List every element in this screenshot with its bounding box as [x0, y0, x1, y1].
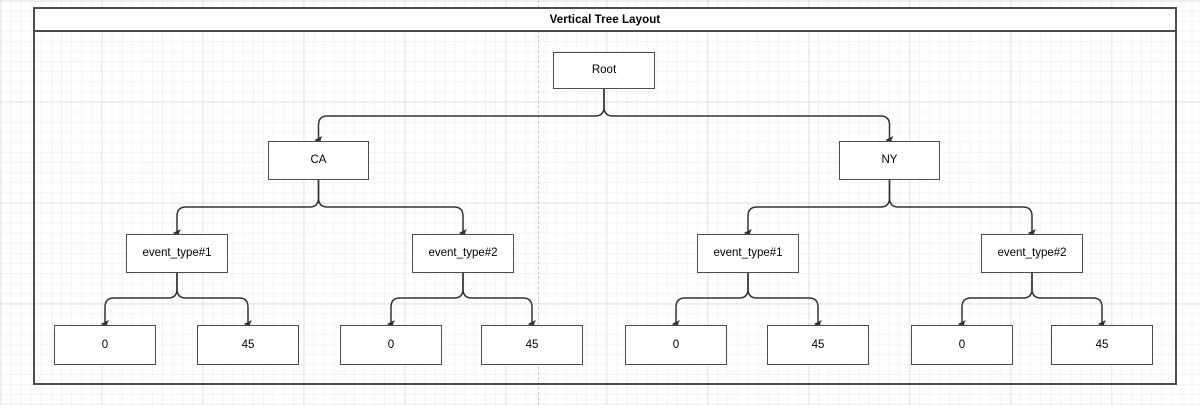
node-label: event_type#1 — [142, 247, 212, 260]
node-label: 45 — [241, 338, 255, 351]
node-ny-e1-v0[interactable]: 0 — [625, 325, 727, 365]
node-ny[interactable]: NY — [839, 141, 940, 180]
node-ca-e2-v0[interactable]: 0 — [340, 325, 442, 365]
page-title: Vertical Tree Layout — [549, 13, 661, 26]
node-ca-e2-v45[interactable]: 45 — [481, 325, 583, 365]
edge-ny-to-ny-e2[interactable] — [888, 180, 1036, 238]
edge-root-to-ny[interactable] — [603, 89, 894, 145]
edge-root-to-ca[interactable] — [314, 89, 605, 145]
node-label: event_type#1 — [713, 247, 783, 260]
edge-ny-to-ny-e1[interactable] — [743, 180, 891, 238]
edge-ca-e2-to-ca-e2-v45[interactable] — [462, 273, 536, 329]
node-label: NY — [881, 154, 898, 167]
node-label: event_type#2 — [997, 247, 1067, 260]
edge-ny-e2-to-ny-e2-v45[interactable] — [1031, 273, 1106, 329]
edge-ny-e1-to-ny-e1-v0[interactable] — [671, 273, 749, 329]
node-ca[interactable]: CA — [268, 141, 369, 180]
node-root[interactable]: Root — [553, 52, 655, 89]
guide-line-0 — [538, 0, 539, 405]
node-label: 0 — [101, 338, 109, 351]
node-label: 45 — [525, 338, 539, 351]
edge-ca-e1-to-ca-e1-v45[interactable] — [176, 273, 252, 329]
edge-ny-e2-to-ny-e2-v0[interactable] — [957, 273, 1033, 329]
edge-ca-to-ca-e1[interactable] — [172, 180, 320, 238]
node-label: Root — [591, 64, 617, 77]
node-ny-e2-v45[interactable]: 45 — [1051, 325, 1153, 365]
node-label: CA — [310, 154, 327, 167]
node-ca-e1-v0[interactable]: 0 — [54, 325, 156, 365]
node-label: 45 — [1095, 338, 1109, 351]
edge-ny-e1-to-ny-e1-v45[interactable] — [747, 273, 822, 329]
edge-ca-to-ca-e2[interactable] — [317, 180, 467, 238]
node-label: 45 — [811, 338, 825, 351]
node-ny-e1-v45[interactable]: 45 — [767, 325, 869, 365]
edge-ca-e2-to-ca-e2-v0[interactable] — [386, 273, 464, 329]
diagram-frame: Vertical Tree Layout — [33, 7, 1177, 385]
node-label: 0 — [958, 338, 966, 351]
node-label: 0 — [387, 338, 395, 351]
node-ny-e2[interactable]: event_type#2 — [981, 234, 1083, 273]
node-ca-e1[interactable]: event_type#1 — [126, 234, 228, 273]
edge-ca-e1-to-ca-e1-v0[interactable] — [100, 273, 178, 329]
node-ca-e1-v45[interactable]: 45 — [197, 325, 299, 365]
node-ny-e2-v0[interactable]: 0 — [911, 325, 1013, 365]
frame-title-bar: Vertical Tree Layout — [35, 9, 1175, 32]
node-ca-e2[interactable]: event_type#2 — [412, 234, 514, 273]
node-label: 0 — [672, 338, 680, 351]
node-ny-e1[interactable]: event_type#1 — [697, 234, 799, 273]
node-label: event_type#2 — [428, 247, 498, 260]
